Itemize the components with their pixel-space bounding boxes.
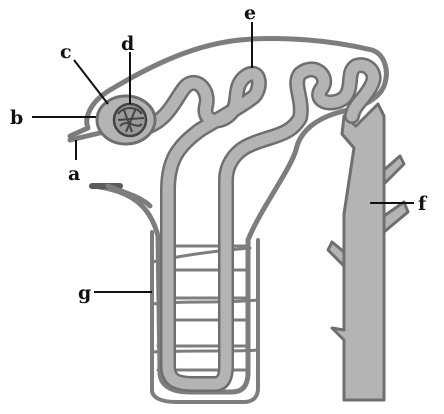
label-b: b — [10, 107, 23, 129]
label-a: a — [68, 163, 80, 185]
label-c: c — [60, 41, 72, 63]
leader-line-c — [74, 60, 108, 104]
glomerulus — [114, 104, 146, 136]
collecting-duct — [328, 104, 408, 400]
label-e: e — [244, 2, 256, 24]
label-g: g — [78, 282, 91, 304]
label-d: d — [121, 33, 134, 55]
label-f: f — [418, 193, 428, 215]
